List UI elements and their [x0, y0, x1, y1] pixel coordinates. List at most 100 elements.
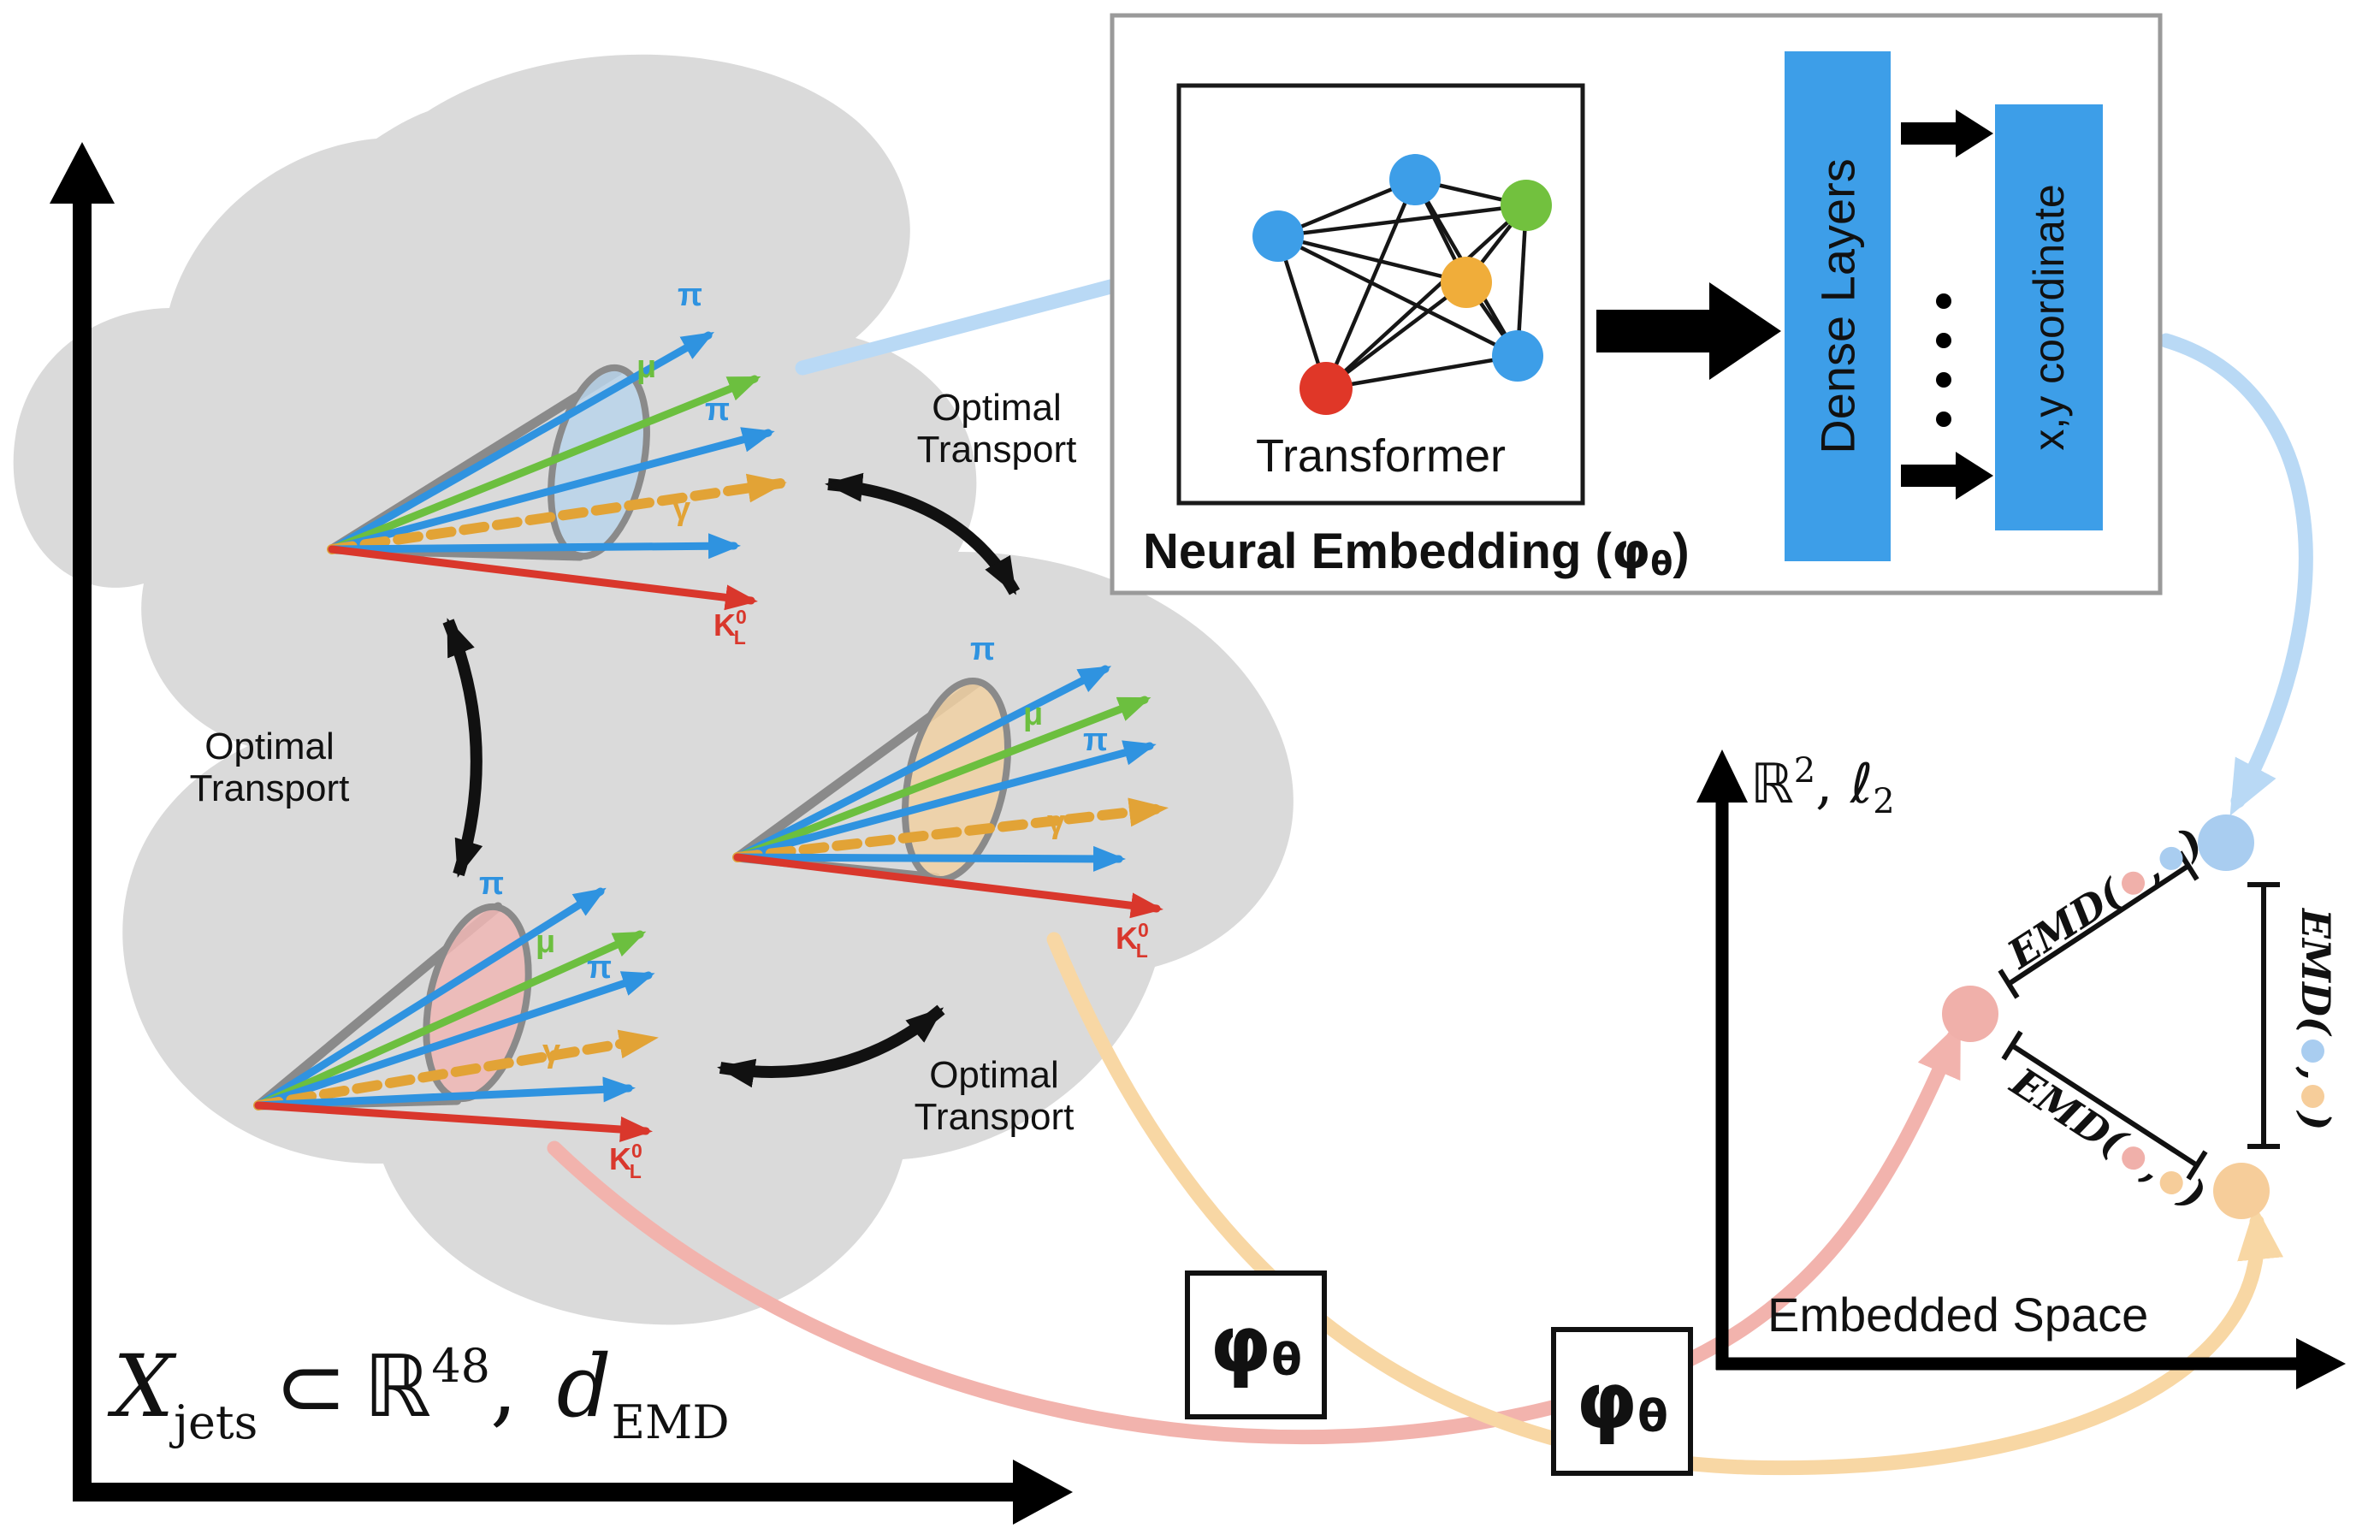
arrow-bottom-head — [1956, 452, 1993, 500]
embedded-point-blue — [2198, 814, 2254, 871]
ell-subscript: 2 — [1873, 782, 1895, 821]
kaon-sub: L — [1135, 939, 1148, 962]
emd-label-right: EMD(,) — [2293, 909, 2339, 1130]
particle-label-pi: π — [705, 392, 731, 428]
xy-coordinate-label: x,y coordinate — [2025, 184, 2073, 450]
emd-distance-bars — [1998, 850, 2280, 1181]
jet-blue — [327, 331, 787, 611]
arrow-top-shaft — [1901, 122, 1956, 145]
graph-node-blue — [1252, 210, 1304, 262]
xy-coordinate-box — [1995, 104, 2103, 530]
particle-label-pi: π — [479, 866, 505, 902]
map-arrow-blue — [2158, 333, 2313, 816]
particle-label-kaon: K0L — [609, 1141, 642, 1182]
reals-exponent: 48 — [431, 1339, 491, 1393]
particle-label-gamma: γ — [672, 491, 691, 527]
big-arrow-head — [1709, 282, 1781, 380]
particle-label-mu: μ — [1023, 696, 1044, 732]
particle-label-mu: μ — [636, 349, 657, 385]
phi-theta-box-1 — [1185, 1270, 1327, 1419]
phi-symbol: φ — [1611, 522, 1651, 580]
jet-space-axes — [50, 142, 1073, 1525]
kaon-base: K — [1116, 921, 1138, 956]
theta-subscript: θ — [1637, 1391, 1668, 1442]
embedded-axis-label: ℝ2, ℓ2 — [1750, 751, 1895, 821]
gamma-arrow — [253, 1029, 659, 1111]
pi-arrow — [254, 971, 655, 1110]
optimal-transport-arrow-top — [825, 472, 1021, 595]
pi-arrow — [733, 740, 1157, 862]
ell-symbol: ℓ — [1850, 753, 1874, 816]
orange-point-icon — [2301, 1084, 2324, 1108]
graph-node-blue — [1389, 154, 1441, 205]
kaon-sup: 0 — [1138, 919, 1149, 941]
particle-label-kaon: K0L — [713, 606, 747, 649]
particle-label-pi: π — [587, 950, 613, 986]
optimal-transport-arrow-left — [442, 618, 483, 878]
metric-subscript: EMD — [611, 1395, 730, 1449]
ellipsis-dots — [1936, 293, 1951, 427]
comma: , — [2293, 1066, 2339, 1081]
pi-arrow — [733, 845, 1126, 872]
transformer-label: Transformer — [1255, 430, 1507, 482]
embedded-point-orange — [2213, 1163, 2270, 1219]
set-symbol: X — [113, 1336, 175, 1436]
neural-embedding-caption: Neural Embedding (φθ) — [1143, 522, 1690, 583]
particle-label-gamma: γ — [542, 1034, 561, 1069]
reals-symbol: ℝ — [1750, 753, 1794, 816]
particle-label-pi: π — [678, 277, 703, 313]
arrow-bottom-shaft — [1901, 465, 1956, 487]
graph-node-green — [1501, 180, 1552, 231]
pi-arrow — [254, 1076, 636, 1110]
paren: ( — [2293, 1016, 2339, 1035]
graph-node-red — [1300, 362, 1353, 415]
gamma-arrow — [732, 797, 1169, 862]
metric-symbol: d — [556, 1336, 612, 1436]
kaon-sup: 0 — [736, 606, 747, 628]
map-arrow-pink — [547, 1021, 1962, 1445]
emd-text: EMD — [2293, 909, 2339, 1016]
arrow-top-head — [1956, 110, 1993, 157]
kaon-arrow — [733, 853, 1163, 919]
big-arrow-shaft — [1596, 310, 1709, 352]
reals-exponent: 2 — [1793, 751, 1816, 791]
particle-label-kaon: K0L — [1116, 919, 1149, 962]
paren: ) — [2293, 1111, 2339, 1131]
particle-label-gamma: γ — [1047, 804, 1066, 840]
kaon-base: K — [609, 1141, 631, 1176]
optimal-transport-arrow-bottom — [717, 1004, 945, 1088]
particle-label-mu: μ — [536, 924, 556, 960]
jet-pink — [253, 887, 659, 1142]
jet-to-encoder-line — [795, 278, 1122, 376]
mu-arrow — [733, 696, 1152, 862]
mu-arrow — [328, 375, 761, 554]
particle-label-pi: π — [1083, 722, 1109, 758]
set-subscript: jets — [174, 1395, 258, 1449]
subset-symbol: ⊂ — [275, 1336, 347, 1436]
kaon-sub: L — [733, 626, 746, 649]
caption-text: Neural Embedding ( — [1143, 524, 1612, 579]
kaon-base: K — [713, 607, 736, 643]
phi-symbol: φ — [1210, 1299, 1272, 1390]
kaon-sub: L — [629, 1160, 642, 1182]
pi-arrow — [254, 887, 607, 1110]
comma: , — [1815, 753, 1850, 816]
caption-text: ) — [1673, 524, 1690, 579]
embedded-point-pink — [1942, 986, 1998, 1042]
pi-arrow — [328, 427, 775, 554]
graph-node-blue — [1492, 330, 1543, 382]
particle-label-pi: π — [970, 631, 996, 667]
jet-orange — [732, 665, 1169, 919]
pi-arrow — [328, 331, 714, 554]
embedded-space-label: Embedded Space — [1767, 1288, 2149, 1342]
gamma-arrow — [327, 473, 787, 554]
jet-space-axis-label: Xjets⊂ℝ48, dEMD — [113, 1336, 730, 1449]
reals-symbol: ℝ — [364, 1336, 432, 1436]
theta-subscript: θ — [1650, 545, 1673, 583]
dense-layers-label: Dense Layers — [1811, 158, 1865, 454]
embedded-space-axes — [1696, 749, 2346, 1389]
